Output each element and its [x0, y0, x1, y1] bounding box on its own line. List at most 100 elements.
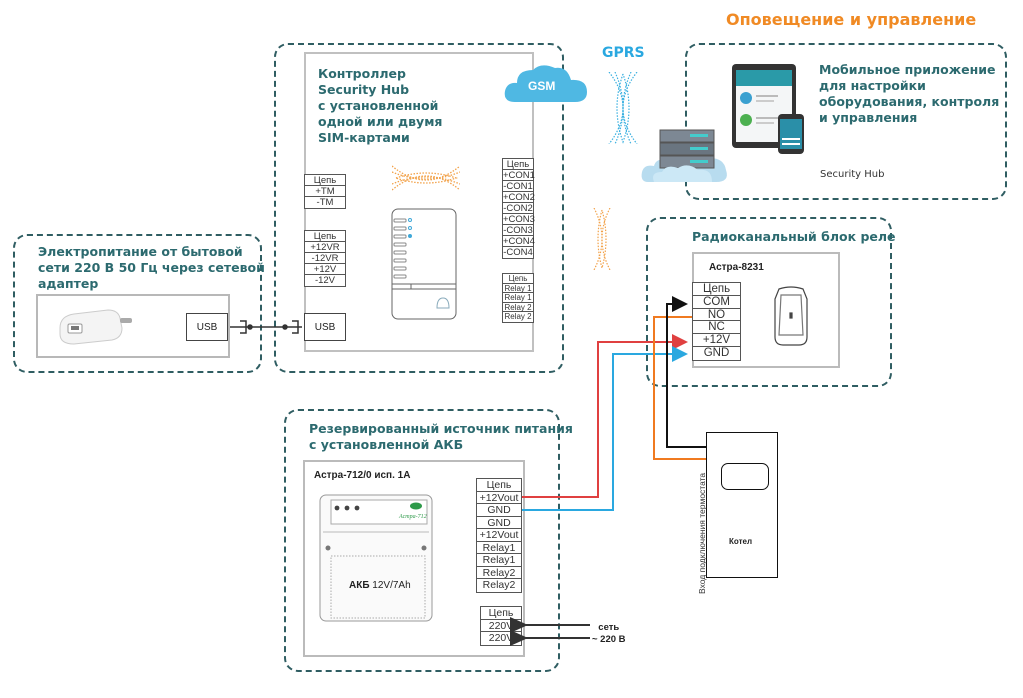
title-line: Электропитание от бытовой	[38, 244, 243, 259]
security-hub-device	[391, 208, 457, 320]
tablet-phone-image	[732, 62, 806, 154]
terminal-row: GND	[477, 504, 521, 517]
boiler-display	[721, 463, 769, 490]
title-line: с установленной	[318, 98, 439, 113]
terminal-row: Relay 1	[503, 283, 533, 293]
terminal-row: COM	[693, 296, 740, 309]
title-line: сети 220 В 50 Гц через сетевой	[38, 260, 265, 275]
controller-title: Контроллер Security Hub с установленной …	[318, 66, 442, 146]
terminal-row: Relay 2	[504, 312, 532, 321]
power-adapter-group	[13, 234, 262, 373]
terminal-row: Relay1	[477, 554, 521, 567]
adapter-usb-port: USB	[186, 313, 228, 341]
boiler-label: Котел	[729, 537, 753, 546]
title-line: с установленной АКБ	[309, 437, 464, 452]
relay-device-name: Астра-8231	[709, 262, 764, 273]
terminal-row: -CON2	[503, 203, 533, 214]
terminal-row: Цепь	[503, 274, 533, 284]
radio-waves-small-icon	[592, 207, 612, 271]
controller-group	[274, 43, 564, 373]
relay-unit-title: Радиоканальный блок реле	[692, 229, 896, 244]
con-terminal: Цепь +CON1 -CON1 +CON2 -CON2 +CON3 -CON3…	[502, 158, 535, 259]
terminal-row: +12V	[305, 264, 345, 275]
terminal-row: -CON4	[503, 247, 533, 258]
terminal-row: NO	[693, 309, 740, 322]
relay-device-image	[771, 285, 811, 347]
title-line: Контроллер	[318, 66, 406, 81]
gsm-label: GSM	[528, 79, 556, 93]
title-line: адаптер	[38, 276, 99, 291]
controller-relay-terminal: Цепь Relay 1 Relay 1 Relay 2 Relay 2	[502, 273, 534, 323]
terminal-row: +12Vout	[477, 492, 521, 504]
terminal-row: +CON4	[503, 236, 535, 247]
terminal-row: +CON3	[503, 214, 535, 225]
wire-no	[653, 316, 706, 460]
app-name: Security Hub	[820, 169, 885, 180]
terminal-row: -TM	[316, 197, 334, 208]
power-terminal: Цепь +12VR -12VR +12V -12V	[304, 230, 346, 287]
usb-charger-image	[56, 306, 138, 346]
terminal-row: -12VR	[305, 253, 345, 264]
mobile-app-group	[685, 43, 1007, 200]
terminal-row: +12Vout	[477, 529, 521, 542]
wire-12v	[522, 334, 688, 498]
cloud-server-icon	[640, 128, 730, 184]
terminal-row: +12VR	[305, 242, 345, 253]
gprs-waves-icon	[607, 71, 639, 145]
battery-bold: АКБ	[349, 580, 370, 591]
mains-line: сеть	[598, 622, 620, 633]
title-line: и управления	[819, 110, 918, 125]
title-line: SIM-картами	[318, 130, 410, 145]
section-title: Оповещение и управление	[726, 10, 977, 29]
relay-unit-group	[646, 217, 892, 387]
relay-unit-terminal: Цепь COM NO NC +12V GND	[692, 282, 741, 361]
terminal-row: +12V	[693, 334, 740, 347]
usb-cable	[230, 320, 302, 334]
terminal-row: Цепь	[305, 175, 345, 186]
terminal-row: GND	[703, 346, 730, 359]
backup-psu-title: Резервированный источник питания с устан…	[309, 421, 573, 453]
terminal-row: Цепь	[477, 479, 521, 492]
radio-waves-icon	[391, 164, 461, 192]
terminal-row: +CON1	[503, 170, 535, 181]
gsm-cloud-icon: GSM	[503, 62, 589, 104]
mobile-app-title: Мобильное приложение для настройки обору…	[819, 62, 999, 126]
psu-out-terminal: Цепь +12Vout GND GND +12Vout Relay1 Rela…	[476, 478, 522, 593]
terminal-row: -CON1	[503, 181, 533, 192]
terminal-row: +CON2	[503, 192, 535, 203]
title-line: оборудования, контроля	[819, 94, 1000, 109]
terminal-row: Relay 1	[503, 293, 533, 303]
wire-gnd	[522, 346, 688, 511]
controller-usb-port: USB	[304, 313, 346, 341]
terminal-row: Relay2	[477, 567, 521, 579]
psu-brand: Астра-712	[399, 514, 427, 520]
terminal-row: Relay1	[477, 542, 521, 554]
title-line: для настройки	[819, 78, 926, 93]
terminal-row: Цепь	[305, 231, 345, 242]
terminal-row: -12V	[314, 275, 336, 286]
terminal-row: GND	[477, 517, 521, 529]
tm-terminal: Цепь +TM -TM	[304, 174, 346, 209]
title-line: Security Hub	[318, 82, 410, 97]
terminal-row: -CON3	[503, 225, 533, 236]
battery-spec: 12V/7Ah	[372, 580, 411, 591]
terminal-row: NC	[693, 321, 740, 335]
mains-line: ~ 220 В	[592, 634, 626, 645]
boiler: Котел	[706, 432, 778, 578]
title-line: Резервированный источник питания	[309, 421, 573, 436]
terminal-row: 220V	[488, 632, 514, 644]
wire-com	[666, 296, 706, 448]
mains-label: сеть ~ 220 В	[592, 622, 626, 646]
terminal-row: Цепь	[481, 607, 521, 620]
psu-device-name: Астра-712/0 исп. 1А	[314, 470, 411, 481]
terminal-row: Цепь	[693, 283, 740, 296]
terminal-row: Relay 2	[503, 302, 533, 312]
gprs-label: GPRS	[602, 45, 645, 61]
power-adapter-title: Электропитание от бытовой сети 220 В 50 …	[38, 244, 265, 292]
battery-label: АКБ 12V/7Ah	[349, 580, 411, 591]
title-line: Мобильное приложение	[819, 62, 996, 77]
backup-psu-group	[284, 409, 560, 672]
psu-device-image: Астра-712 АКБ 12V/7Ah	[319, 494, 433, 622]
terminal-row: Цепь	[503, 159, 533, 170]
